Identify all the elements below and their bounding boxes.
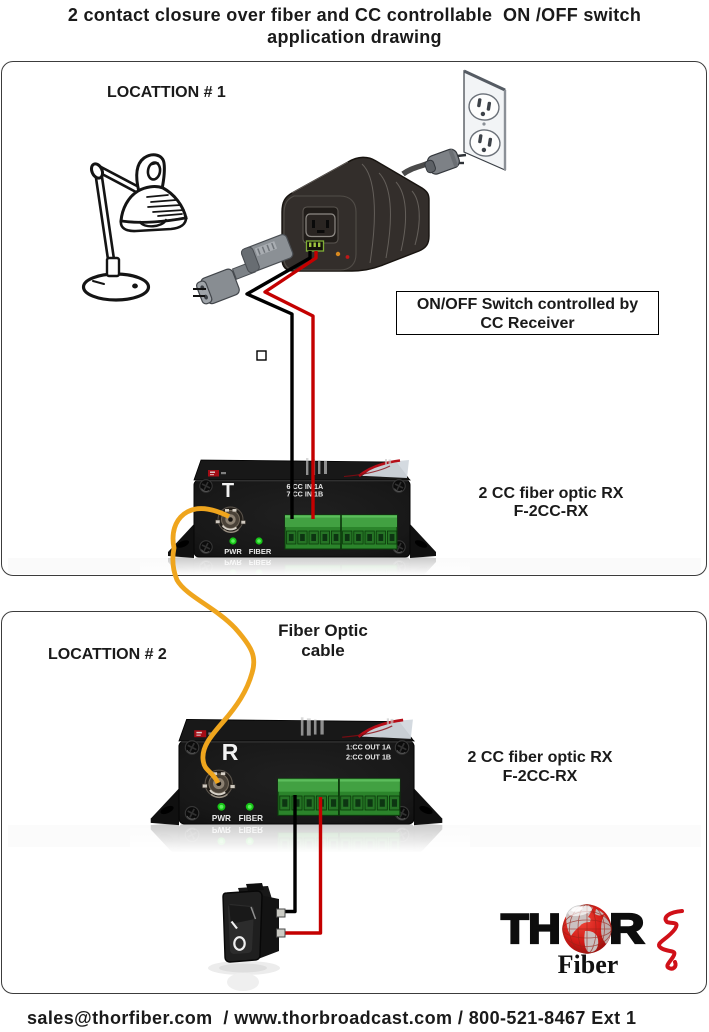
- svg-text:2:CC OUT 1B: 2:CC OUT 1B: [346, 753, 391, 762]
- svg-text:R: R: [222, 739, 239, 765]
- svg-text:T: T: [222, 480, 234, 502]
- svg-text:1:CC OUT 1A: 1:CC OUT 1A: [346, 743, 391, 752]
- svg-text:7 CC IN 1B: 7 CC IN 1B: [287, 490, 324, 499]
- svg-text:6 CC IN 1A: 6 CC IN 1A: [287, 482, 324, 491]
